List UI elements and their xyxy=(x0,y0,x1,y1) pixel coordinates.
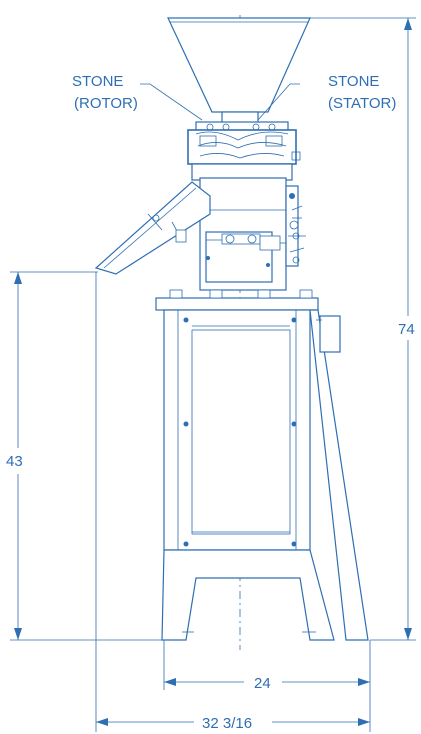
discharge-height-value: 43 xyxy=(6,453,23,470)
rotor-leader xyxy=(140,83,203,121)
dimension-overall-width xyxy=(95,272,371,732)
stone-head xyxy=(187,111,301,181)
motor-housing xyxy=(199,177,292,291)
stator-leader xyxy=(257,83,300,121)
stator-label-line1: STONE xyxy=(328,73,379,90)
dimension-overall-height xyxy=(300,17,416,641)
dimension-base-width xyxy=(163,640,371,690)
discharge-chute xyxy=(94,181,211,275)
rotor-label-line2: (ROTOR) xyxy=(74,95,138,112)
base xyxy=(161,549,335,641)
rotor-label-line1: STONE xyxy=(72,73,123,90)
hopper xyxy=(167,17,311,113)
control-valves xyxy=(285,185,306,267)
stator-label-line2: (STATOR) xyxy=(328,95,396,112)
overall-width-value: 32 3/16 xyxy=(202,715,252,732)
dimension-discharge-height xyxy=(10,271,164,641)
base-width-value: 24 xyxy=(254,675,271,692)
stand-frame xyxy=(163,309,369,641)
overall-height-value: 74 xyxy=(398,321,415,338)
table-top xyxy=(155,289,319,311)
